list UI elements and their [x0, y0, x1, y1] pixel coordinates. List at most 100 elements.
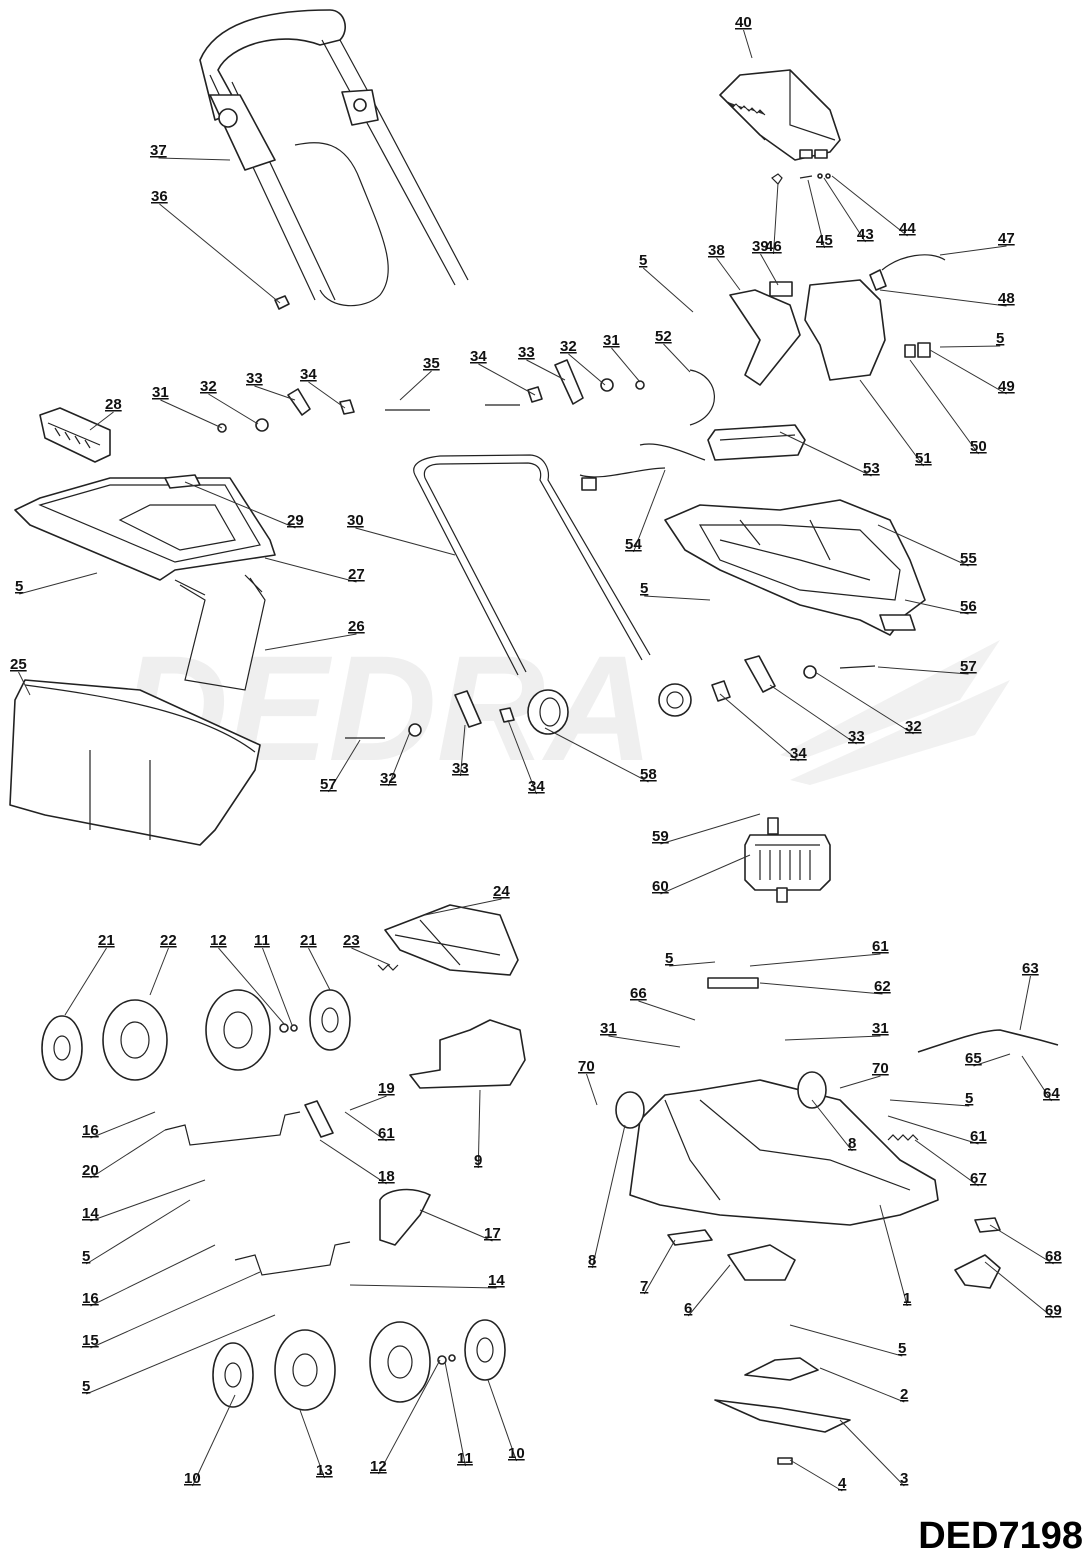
part-number-label: 31 [603, 332, 620, 349]
leader-line [568, 353, 606, 386]
part-number-label: 58 [640, 766, 657, 783]
leader-line [299, 1409, 325, 1479]
part-number-label: 33 [452, 760, 469, 777]
part-number-label: 27 [348, 566, 365, 583]
leader-line [784, 1035, 881, 1041]
leader-line [789, 1459, 843, 1492]
part-number-label: 5 [15, 578, 23, 595]
part-number-label: 21 [98, 932, 115, 949]
part-number-label: 29 [287, 512, 304, 529]
leader-line [760, 253, 779, 286]
leader-line [939, 245, 1007, 256]
part-number-label: 57 [960, 658, 977, 675]
part-number-label: 5 [640, 580, 648, 597]
part-number-label: 34 [528, 778, 545, 795]
leader-line [643, 1239, 676, 1295]
part-number-label: 14 [82, 1205, 99, 1222]
part-number-label: 24 [493, 883, 510, 900]
part-number-label: 62 [874, 978, 891, 995]
leader-line [779, 431, 872, 477]
knob-parts [345, 655, 876, 739]
part-number-label: 54 [625, 536, 642, 553]
part-number-label: 33 [518, 344, 535, 361]
leader-line [254, 385, 296, 401]
leader-line [611, 347, 641, 383]
leader-line [663, 343, 691, 373]
part-number-label: 22 [160, 932, 177, 949]
part-number-label: 16 [82, 1290, 99, 1307]
leader-line [929, 349, 1007, 395]
part-number-label: 55 [960, 550, 977, 567]
leader-line [823, 177, 866, 243]
part-number-label: 51 [915, 450, 932, 467]
part-number-label: 8 [848, 1135, 856, 1152]
leader-line [460, 724, 466, 777]
leader-line [159, 203, 281, 304]
part-number-label: 34 [470, 348, 487, 365]
leader-line [939, 345, 1001, 348]
part-number-label: 49 [998, 378, 1015, 395]
leader-line [85, 1199, 191, 1265]
leader-line [507, 719, 537, 795]
leader-line [399, 370, 432, 401]
deck-parts [615, 977, 1059, 1465]
part-number-label: 28 [105, 396, 122, 413]
leader-line [351, 947, 391, 966]
part-number-label: 67 [970, 1170, 987, 1187]
part-number-label: 5 [82, 1248, 90, 1265]
leader-line [887, 1115, 979, 1145]
leader-line [719, 693, 799, 762]
battery-cover-part [719, 69, 841, 161]
leader-line [914, 1139, 979, 1187]
leader-line [879, 289, 1007, 307]
leader-line [328, 739, 361, 793]
part-number-label: 5 [82, 1378, 90, 1395]
part-number-label: 70 [872, 1060, 889, 1077]
leader-line [160, 399, 223, 429]
leader-line [839, 1419, 905, 1487]
part-number-label: 43 [857, 226, 874, 243]
leader-lines [18, 29, 1054, 1492]
leader-line [308, 381, 346, 409]
part-number-label: 47 [998, 230, 1015, 247]
leader-line [1019, 975, 1031, 1031]
part-number-label: 64 [1043, 1085, 1060, 1102]
leader-line [879, 1204, 908, 1307]
leader-line [344, 1111, 387, 1142]
part-number-label: 7 [640, 1278, 648, 1295]
leader-line [184, 481, 296, 529]
part-number-label: 20 [82, 1162, 99, 1179]
leader-line [355, 527, 456, 556]
leader-line [149, 947, 169, 996]
part-number-label: 53 [863, 460, 880, 477]
part-number-label: 65 [965, 1050, 982, 1067]
part-number-label: 1 [903, 1290, 911, 1307]
part-number-label: 2 [900, 1386, 908, 1403]
leader-line [749, 953, 881, 967]
leader-line [811, 1099, 853, 1152]
part-number-label: 34 [300, 366, 317, 383]
leader-line [478, 363, 536, 396]
leader-line [208, 393, 259, 425]
leader-line [444, 1361, 466, 1467]
part-number-label: 36 [151, 188, 168, 205]
leader-line [807, 179, 825, 249]
axles-parts [164, 1100, 431, 1276]
small-pins-parts [771, 173, 831, 185]
part-number-label: 63 [1022, 960, 1039, 977]
leader-line [90, 1111, 156, 1139]
part-number-label: 10 [508, 1445, 525, 1462]
part-number-label: 5 [665, 950, 673, 967]
leader-line [789, 1324, 903, 1357]
leader-line [158, 157, 231, 161]
leader-line [262, 947, 293, 1026]
leader-line [642, 267, 694, 313]
leader-line [90, 1271, 261, 1349]
part-number-label: 32 [380, 770, 397, 787]
part-number-label: 4 [838, 1475, 847, 1492]
part-number-label: 31 [152, 384, 169, 401]
part-number-label: 33 [848, 728, 865, 745]
leader-line [1021, 1055, 1052, 1102]
part-number-label: 10 [184, 1470, 201, 1487]
